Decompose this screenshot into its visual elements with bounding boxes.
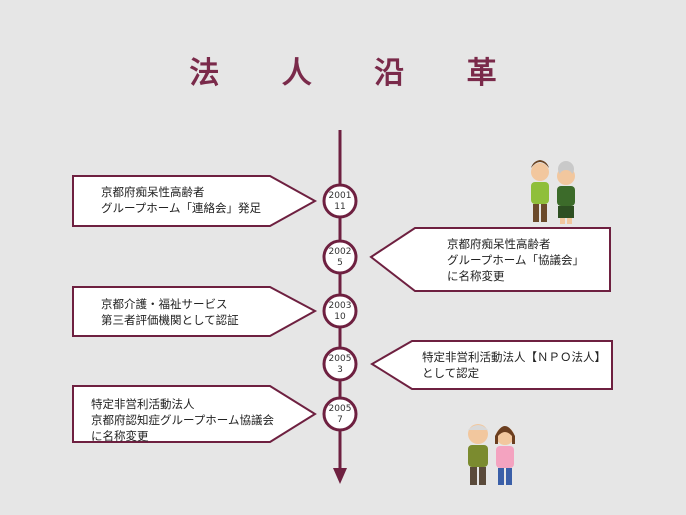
node-month: 10 xyxy=(334,312,346,322)
node-year: 2005 xyxy=(328,404,352,414)
event-text-2005-7: 特定非営利活動法人 京都府認知症グループホーム協議会 に名称変更 xyxy=(91,397,274,443)
elderly-couple-illustration xyxy=(531,160,575,224)
page-title: 法 人 沿 革 xyxy=(189,56,523,91)
node-label-2002-5: 2002 5 xyxy=(322,247,358,269)
node-2002-5 xyxy=(322,239,358,275)
node-2005-3 xyxy=(322,346,358,382)
node-label-2005-3: 2005 3 xyxy=(322,354,358,376)
event-box-2002-5 xyxy=(369,227,611,292)
timeline-arrowhead xyxy=(333,468,347,484)
event-text-2001-11: 京都府痴呆性高齢者 グループホーム「連絡会」発足 xyxy=(101,185,261,215)
node-month: 3 xyxy=(337,365,343,375)
node-month: 7 xyxy=(337,415,343,425)
node-2005-7 xyxy=(322,396,358,432)
node-year: 2002 xyxy=(328,247,352,257)
event-box-2003-10 xyxy=(72,286,318,337)
node-year: 2005 xyxy=(328,354,352,364)
event-box-2001-11 xyxy=(72,175,318,227)
event-box-2005-3 xyxy=(370,340,613,390)
event-text-2003-10: 京都介護・福祉サービス 第三者評価機関として認証 xyxy=(101,297,239,327)
node-month: 11 xyxy=(334,202,346,212)
event-text-2005-3: 特定非営利活動法人【ＮＰＯ法人】 として認定 xyxy=(422,350,606,380)
node-2003-10 xyxy=(322,293,358,329)
node-year: 2001 xyxy=(328,191,352,201)
node-year: 2003 xyxy=(328,301,352,311)
node-label-2001-11: 2001 11 xyxy=(322,191,358,213)
node-label-2003-10: 2003 10 xyxy=(322,301,358,323)
node-month: 5 xyxy=(337,258,343,268)
node-2001-11 xyxy=(322,183,358,219)
event-box-2005-7 xyxy=(72,385,317,443)
caregiver-pair-illustration xyxy=(468,424,515,485)
node-label-2005-7: 2005 7 xyxy=(322,404,358,426)
event-text-2002-5: 京都府痴呆性高齢者 グループホーム「協議会」 に名称変更 xyxy=(447,237,584,283)
